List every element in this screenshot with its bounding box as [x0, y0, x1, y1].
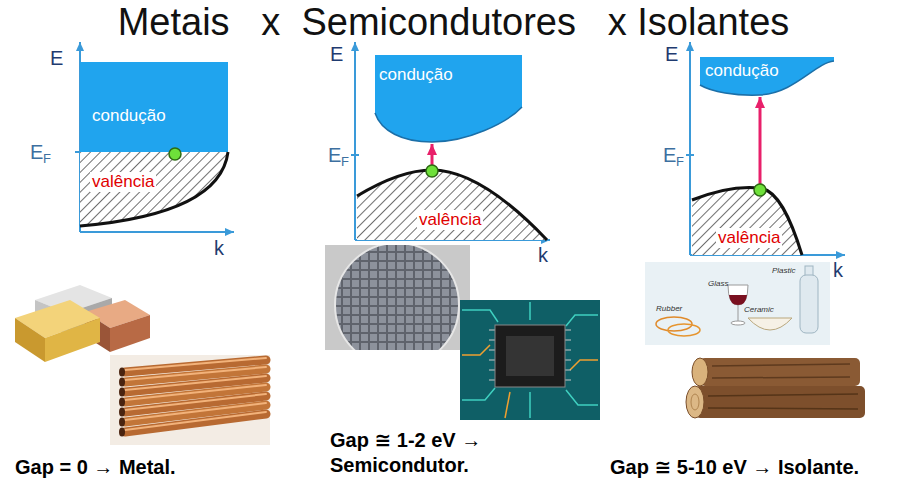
label-anchor: k: [833, 258, 843, 283]
valence-band: valência: [692, 186, 804, 255]
gap-arrow: [759, 97, 762, 186]
axis-label: k: [538, 243, 548, 268]
valence-label: valência: [90, 172, 156, 192]
conduction-band: condução: [357, 55, 523, 144]
label-anchor: Ceramic: [744, 305, 774, 315]
valence-label: valência: [417, 210, 483, 230]
label-anchor: E: [30, 140, 43, 165]
axis-label: k: [833, 258, 843, 283]
band-fill: [700, 57, 834, 95]
band-fill: [80, 62, 228, 152]
label-anchor: E: [665, 42, 678, 67]
photo-label: Rubber: [656, 304, 682, 314]
insulator-objects: [645, 262, 830, 345]
conduction-band: condução: [80, 62, 230, 152]
axes-semiconductor: [351, 42, 550, 240]
label-anchor: Gap ≅ 1-2 eV → Semicondutor.: [330, 428, 530, 478]
silicon-wafer: [325, 243, 470, 367]
photo-label: Glass: [708, 279, 728, 289]
fermi-label: E: [663, 143, 676, 168]
label-anchor: F: [43, 151, 51, 167]
label-anchor: Plastic: [772, 266, 796, 276]
axis-label: E: [665, 42, 678, 67]
conduction-band: condução: [700, 57, 834, 97]
label-anchor: Rubber: [656, 304, 682, 314]
photo-label: Ceramic: [744, 305, 774, 315]
axis-label: E: [50, 46, 63, 71]
copper-pipes: [110, 355, 270, 445]
label-anchor: Gap = 0 → Metal.: [15, 455, 176, 480]
label-anchor: k: [538, 243, 548, 268]
band-edge: [700, 61, 834, 95]
label-anchor: Glass: [708, 279, 728, 289]
fermi-subscript: F: [43, 151, 51, 167]
wood-logs: [686, 358, 865, 418]
axes-insulator: [686, 42, 845, 255]
band-fill: [375, 55, 522, 142]
gap-caption: Gap ≅ 1-2 eV → Semicondutor.: [330, 428, 530, 478]
label-anchor: F: [676, 154, 684, 170]
axes-metal: [75, 42, 234, 232]
fermi-label: E: [30, 140, 43, 165]
band-edge: [375, 107, 522, 142]
band-edge: [692, 188, 802, 256]
title-text: Metais x Semicondutores x Isolantes: [118, 1, 790, 43]
metal-bars: [15, 285, 150, 362]
band-edge: [357, 170, 547, 240]
title-box: Metais x Semicondutores x Isolantes: [0, 0, 907, 44]
valence-band: valência: [357, 168, 549, 240]
gap-caption: Gap = 0 → Metal.: [15, 455, 176, 480]
label-anchor: E: [330, 42, 343, 67]
valence-label: valência: [716, 228, 782, 248]
fermi-label: E: [328, 143, 341, 168]
conduction-label: condução: [705, 61, 779, 81]
gap-arrow: [431, 144, 434, 168]
fermi-subscript: F: [676, 154, 684, 170]
valence-band: valência: [80, 152, 230, 228]
label-anchor: E: [663, 143, 676, 168]
fermi-subscript: F: [341, 154, 349, 170]
label-anchor: Gap ≅ 5-10 eV → Isolante.: [610, 455, 859, 480]
band-edge: [80, 152, 228, 226]
label-anchor: F: [341, 154, 349, 170]
microchip: [460, 300, 600, 420]
photo-label: Plastic: [772, 266, 796, 276]
label-anchor: k: [214, 236, 224, 261]
axis-label: E: [330, 42, 343, 67]
label-anchor: E: [328, 143, 341, 168]
gap-caption: Gap ≅ 5-10 eV → Isolante.: [610, 455, 859, 480]
label-anchor: E: [50, 46, 63, 71]
band-fill: [357, 170, 547, 240]
band-fill: [692, 188, 802, 256]
conduction-label: condução: [92, 106, 166, 126]
axis-label: k: [214, 236, 224, 261]
band-fill: [80, 152, 228, 226]
conduction-label: condução: [379, 65, 453, 85]
